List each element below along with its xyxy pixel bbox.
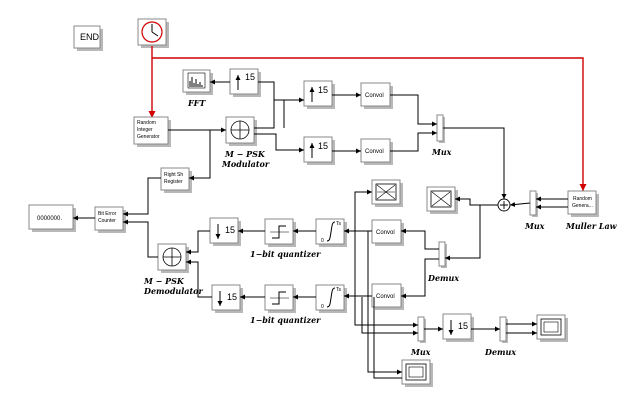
convol-block-3[interactable]: Convol bbox=[371, 219, 404, 246]
mpsk-demodulator-block[interactable]: M − PSK Demodulator bbox=[143, 243, 203, 296]
integrator-ts-1: Ts bbox=[336, 221, 342, 227]
integrator-zero-1: 0 bbox=[321, 238, 324, 244]
upsample-factor-3: 15 bbox=[318, 141, 328, 151]
mpsk-modulator-block[interactable]: M − PSK Modulator bbox=[221, 116, 270, 169]
bec-line1: Bit Error bbox=[98, 211, 117, 217]
fft-scope-block[interactable]: FFT bbox=[182, 69, 213, 108]
downsample-block-2[interactable]: 15 bbox=[211, 284, 243, 313]
muller-law-label: Muller Law bbox=[565, 221, 618, 231]
sr-line2: Register bbox=[164, 179, 183, 185]
mpsk-demod-line1: M − PSK bbox=[143, 276, 185, 286]
display-block[interactable]: 0000000. bbox=[28, 204, 76, 232]
upsample-block-3[interactable]: 15 bbox=[303, 136, 335, 165]
random-integer-generator-block[interactable]: Random Integer Generator bbox=[133, 116, 171, 147]
downsample-factor-2: 15 bbox=[227, 292, 237, 302]
scope-block-4[interactable] bbox=[401, 359, 433, 387]
random-generator-right-block[interactable]: Random Genera... Muller Law bbox=[565, 190, 618, 231]
fft-label: FFT bbox=[187, 98, 206, 108]
downsample-block-3[interactable]: 15 bbox=[442, 313, 474, 342]
mpsk-demod-line2: Demodulator bbox=[143, 286, 203, 296]
sr-line1: Right Sh bbox=[164, 172, 183, 178]
scope-block-3[interactable] bbox=[536, 314, 568, 342]
clock-block[interactable] bbox=[137, 18, 169, 48]
display-value: 0000000. bbox=[37, 216, 62, 222]
downsample-factor-3: 15 bbox=[458, 321, 468, 331]
mux-label-right: Mux bbox=[524, 221, 545, 231]
quantizer-label-1: 1−bit quantizer bbox=[250, 249, 321, 259]
mux-block-bottom[interactable]: Mux bbox=[410, 316, 431, 357]
convol-label-2: Convol bbox=[365, 149, 384, 155]
bit-error-counter-block[interactable]: Bit Error Counter bbox=[94, 206, 126, 233]
scope-block-1[interactable] bbox=[371, 179, 403, 207]
bec-line2: Counter bbox=[98, 218, 116, 224]
demux-label-mid: Demux bbox=[427, 273, 459, 283]
upsample-block-2[interactable]: 15 bbox=[303, 80, 335, 109]
rgr-line1: Random bbox=[573, 196, 592, 202]
quantizer-block-1[interactable]: 1−bit quantizer bbox=[250, 218, 321, 259]
convol-label-3: Convol bbox=[376, 230, 395, 236]
end-block[interactable]: END bbox=[73, 25, 103, 51]
upsample-factor-1: 15 bbox=[245, 72, 255, 82]
rig-line2: Integer bbox=[137, 127, 153, 133]
mux-label-top: Mux bbox=[431, 147, 452, 157]
shift-register-block[interactable]: Right Sh Register bbox=[160, 167, 192, 193]
convol-block-1[interactable]: Convol bbox=[360, 82, 393, 109]
rig-line1: Random bbox=[137, 120, 156, 126]
downsample-factor-1: 15 bbox=[225, 225, 235, 235]
mux-block-top[interactable]: Mux bbox=[431, 114, 452, 157]
mpsk-mod-line2: Modulator bbox=[221, 159, 270, 169]
demux-block-mid[interactable]: Demux bbox=[427, 241, 459, 283]
quantizer-block-2[interactable]: 1−bit quantizer bbox=[250, 284, 321, 325]
upsample-factor-2: 15 bbox=[318, 85, 328, 95]
demux-label-bottom: Demux bbox=[484, 347, 516, 357]
end-label: END bbox=[80, 32, 100, 42]
convol-block-4[interactable]: Convol bbox=[371, 283, 404, 310]
mpsk-mod-line1: M − PSK bbox=[224, 149, 266, 159]
integrator-block-1[interactable]: Ts 0 bbox=[315, 218, 347, 247]
rig-line3: Generator bbox=[137, 134, 160, 140]
scope-block-2[interactable] bbox=[426, 186, 458, 214]
mux-block-right[interactable]: Mux bbox=[524, 190, 545, 231]
quantizer-label-2: 1−bit quantizer bbox=[250, 315, 321, 325]
demux-block-bottom[interactable]: Demux bbox=[484, 316, 516, 357]
upsample-block-1[interactable]: 15 bbox=[229, 68, 261, 97]
convol-block-2[interactable]: Convol bbox=[360, 138, 393, 165]
mux-label-bottom: Mux bbox=[410, 347, 431, 357]
integrator-ts-2: Ts bbox=[336, 287, 342, 293]
integrator-block-2[interactable]: Ts 0 bbox=[315, 284, 347, 313]
convol-label-4: Convol bbox=[376, 294, 395, 300]
integrator-zero-2: 0 bbox=[321, 304, 324, 310]
rgr-line2: Genera... bbox=[572, 203, 593, 209]
convol-label-1: Convol bbox=[365, 93, 384, 99]
sum-block[interactable] bbox=[497, 198, 511, 212]
downsample-block-1[interactable]: 15 bbox=[209, 217, 241, 246]
